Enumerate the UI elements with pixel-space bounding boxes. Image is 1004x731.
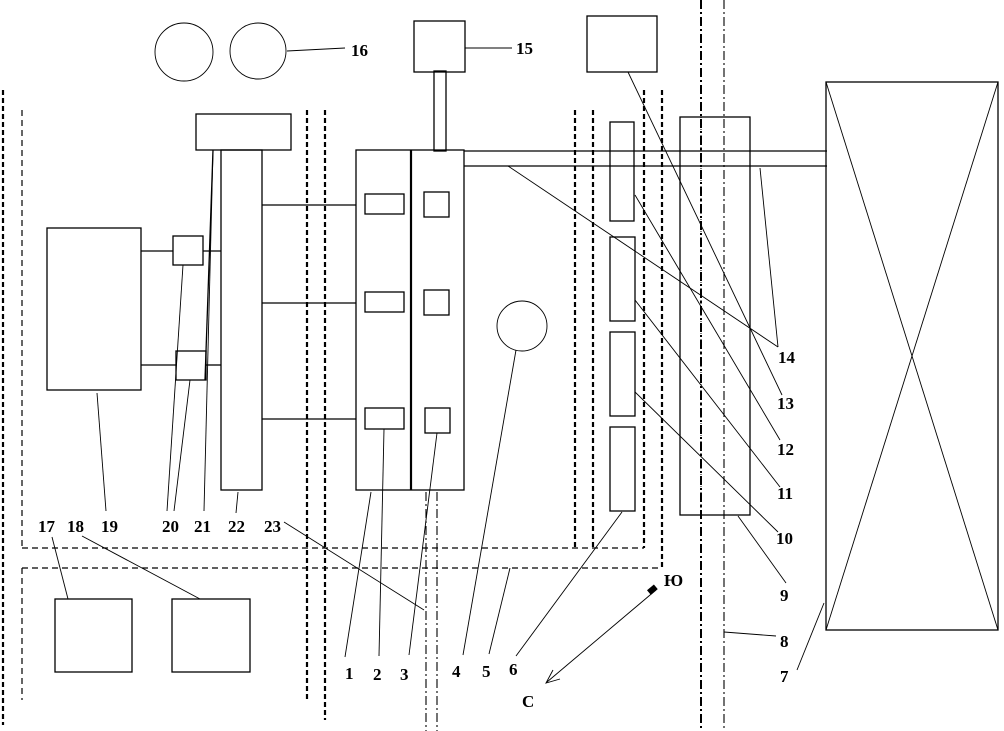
label-17: 17 xyxy=(38,517,56,536)
label-21: 21 xyxy=(194,517,211,536)
block-19 xyxy=(46,227,142,391)
circle-element-4 xyxy=(496,300,548,352)
element-3-c xyxy=(424,407,451,434)
label-12: 12 xyxy=(777,440,794,459)
stem-15 xyxy=(433,70,447,152)
column-9 xyxy=(679,116,751,516)
label-11: 11 xyxy=(777,484,793,503)
label-5: 5 xyxy=(482,662,491,681)
label-13: 13 xyxy=(777,394,794,413)
compass-tail-marker xyxy=(647,584,658,595)
leader-lines xyxy=(51,47,825,671)
box-15 xyxy=(413,20,466,73)
panel-12 xyxy=(609,121,635,222)
box-17 xyxy=(54,598,133,673)
column-22 xyxy=(220,149,263,491)
element-2-b xyxy=(364,291,405,313)
label-18: 18 xyxy=(67,517,84,536)
label-10: 10 xyxy=(776,529,793,548)
panel-6 xyxy=(609,426,636,512)
circle-element-left xyxy=(154,22,214,82)
compass-label-north: С xyxy=(522,692,534,711)
label-6: 6 xyxy=(509,660,518,679)
panel-11 xyxy=(609,236,636,322)
compass-arrow xyxy=(545,584,658,684)
label-14: 14 xyxy=(778,348,796,367)
panel-10 xyxy=(609,331,636,417)
compass-label-south: Ю xyxy=(664,571,683,590)
box-18 xyxy=(171,598,251,673)
label-7: 7 xyxy=(780,667,789,686)
block-7 xyxy=(825,81,999,631)
label-20: 20 xyxy=(162,517,179,536)
compass-line xyxy=(546,589,657,683)
label-22: 22 xyxy=(228,517,245,536)
reference-labels: 1 2 3 4 5 6 7 8 9 10 11 12 13 14 15 16 1… xyxy=(38,39,796,711)
cap-22 xyxy=(195,113,292,151)
label-9: 9 xyxy=(780,586,789,605)
sensor-20-upper xyxy=(172,235,204,266)
cross-line xyxy=(825,81,999,631)
element-2-a xyxy=(364,193,405,215)
label-1: 1 xyxy=(345,664,354,683)
axis-lines xyxy=(425,0,725,731)
label-3: 3 xyxy=(400,665,409,684)
label-15: 15 xyxy=(516,39,533,58)
element-3-b xyxy=(423,289,450,316)
element-3-a xyxy=(423,191,450,218)
sensor-20-lower xyxy=(175,350,207,381)
label-2: 2 xyxy=(373,665,382,684)
label-8: 8 xyxy=(780,632,789,651)
label-23: 23 xyxy=(264,517,281,536)
arrow-head-icon xyxy=(545,669,561,684)
label-4: 4 xyxy=(452,662,461,681)
circle-element-right xyxy=(229,22,287,80)
box-13 xyxy=(586,15,658,73)
label-16: 16 xyxy=(351,41,368,60)
boundary-lines xyxy=(1,90,664,725)
label-19: 19 xyxy=(101,517,118,536)
element-2-c xyxy=(364,407,405,430)
